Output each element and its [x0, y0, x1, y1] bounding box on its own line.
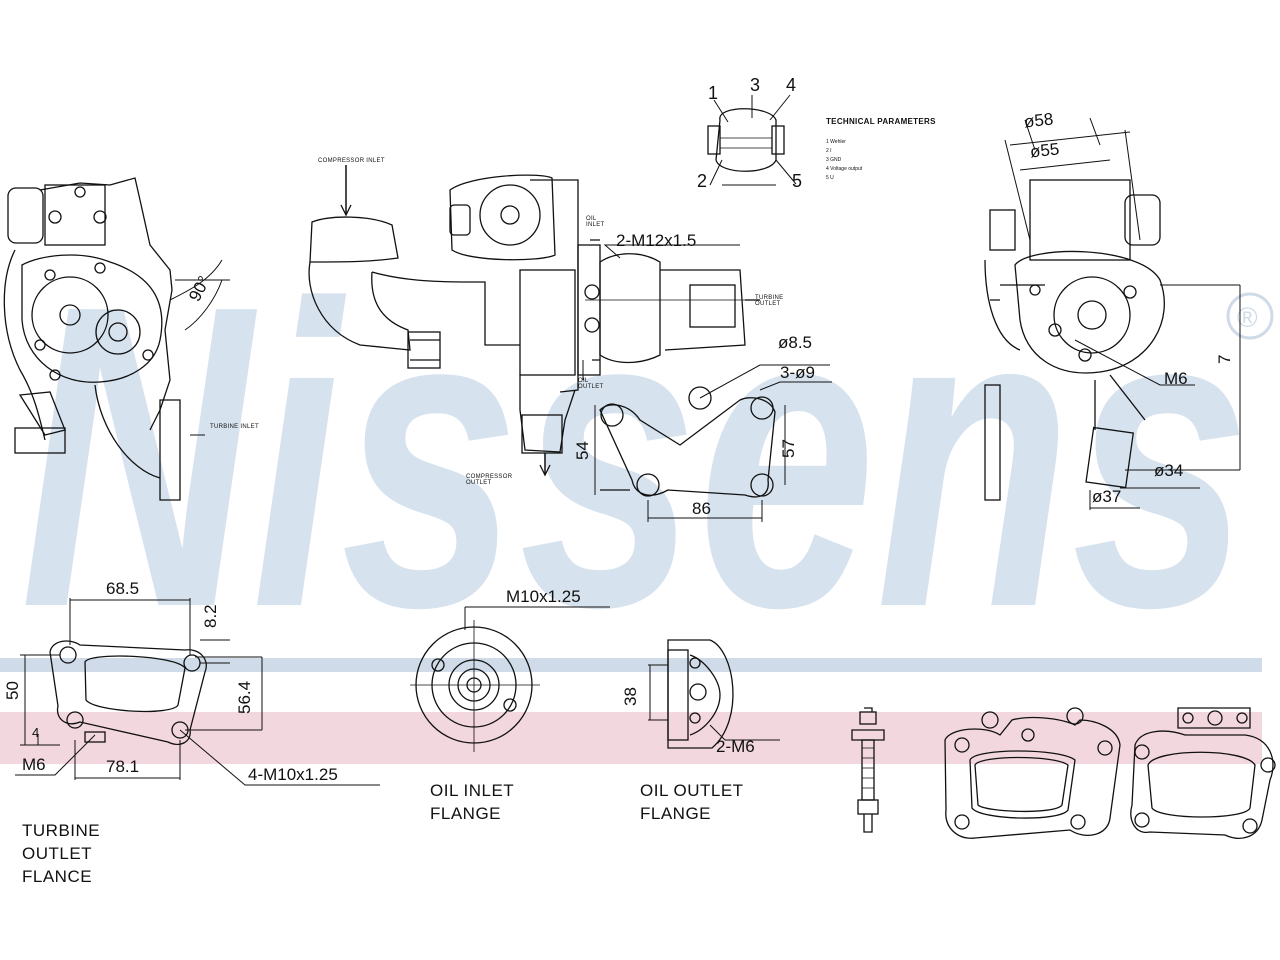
turbine-outlet-flange: [15, 598, 380, 786]
compressor-inlet-label: COMPRESSOR INLET: [318, 158, 385, 164]
dim-thread-m10: M10x1.25: [506, 587, 581, 606]
tech-param-row: 2 I: [826, 148, 832, 154]
gasket-left: [944, 707, 1121, 839]
turbine-inlet-label: TURBINE INLET: [210, 424, 259, 430]
tech-param-row: 3 GND: [826, 157, 842, 163]
caption-oil-outlet-flange: OIL OUTLET FLANGE: [640, 782, 744, 822]
turbo-front-view: [3, 177, 230, 501]
gasket-right: [1130, 707, 1276, 839]
dim-dia-8-5: ø8.5: [778, 333, 813, 352]
watermark-blue-band: [0, 658, 1262, 672]
oil-inlet-flange: [410, 606, 610, 752]
caption-line: OUTLET: [22, 844, 93, 863]
turbine-outlet-label: TURBINE OUTLET: [755, 295, 784, 307]
registered-mark: ®: [1237, 302, 1258, 333]
tech-param-row: 4 Voltage output: [826, 166, 863, 172]
oil-outlet-label: OIL OUTLET: [578, 378, 604, 390]
dim-m6-flange: M6: [22, 755, 46, 774]
connector-pin-5: 5: [792, 171, 803, 191]
dim-thread-2-m12: 2-M12x1.5: [616, 231, 697, 250]
caption-line: FLANGE: [640, 804, 712, 823]
dim-dia-34: ø34: [1154, 461, 1184, 480]
watermark-brand: Nissens: [20, 217, 1250, 697]
caption-line: OIL INLET: [430, 781, 515, 800]
connector-pin-2: 2: [697, 171, 708, 191]
turbo-bracket: [594, 244, 832, 522]
oil-inlet-label: OIL INLET: [586, 216, 605, 228]
tech-param-row: 5 U: [826, 175, 834, 181]
dim-50: 50: [3, 681, 22, 700]
dim-78-1: 78.1: [106, 757, 140, 776]
registered-circle: [1226, 292, 1274, 340]
dim-86: 86: [692, 499, 711, 518]
tech-param-row: 1 Wehler: [826, 139, 846, 145]
dim-thread-4-m10: 4-M10x1.25: [248, 765, 338, 784]
dim-56-4: 56.4: [235, 680, 254, 714]
caption-turbine-outlet-flange: TURBINE OUTLET FLANCE: [22, 822, 100, 885]
dim-thread-2-m6: 2-M6: [716, 737, 755, 756]
connector-pin-3: 3: [750, 75, 761, 95]
compressor-outlet-label: COMPRESSOR OUTLET: [466, 474, 513, 486]
mounting-stud: [851, 707, 885, 833]
dim-dia-37: ø37: [1092, 487, 1122, 506]
oil-outlet-flange: [648, 639, 780, 749]
dim-dia-55: ø55: [1029, 139, 1061, 162]
turbo-rear-view: [984, 117, 1241, 510]
dim-38: 38: [621, 687, 640, 706]
dim-m6: M6: [1164, 369, 1188, 388]
caption-line: FLANGE: [430, 804, 502, 823]
turbo-side-view: [308, 165, 760, 477]
connector-pin-1: 1: [708, 83, 719, 103]
dim-57: 57: [779, 439, 798, 458]
dim-4: 4: [32, 725, 40, 740]
technical-parameters: TECHNICAL PARAMETERS 1 Wehler 2 I 3 GND …: [826, 118, 936, 181]
caption-line: OIL OUTLET: [640, 781, 744, 800]
sensor-connector: [707, 94, 797, 186]
caption-line: TURBINE: [22, 821, 101, 840]
dim-7: 7: [1215, 354, 1234, 364]
caption-line: FLANCE: [22, 867, 93, 886]
dim-68-5: 68.5: [106, 579, 140, 598]
dim-holes-3-d9: 3-ø9: [780, 363, 815, 382]
connector-pin-4: 4: [786, 75, 797, 95]
tech-params-title: TECHNICAL PARAMETERS: [826, 117, 936, 126]
dim-dia-58: ø58: [1023, 109, 1055, 132]
dim-54: 54: [573, 441, 592, 460]
angle-arc: [169, 259, 223, 301]
dim-8-2: 8.2: [201, 604, 220, 628]
caption-oil-inlet-flange: OIL INLET FLANGE: [430, 782, 514, 822]
